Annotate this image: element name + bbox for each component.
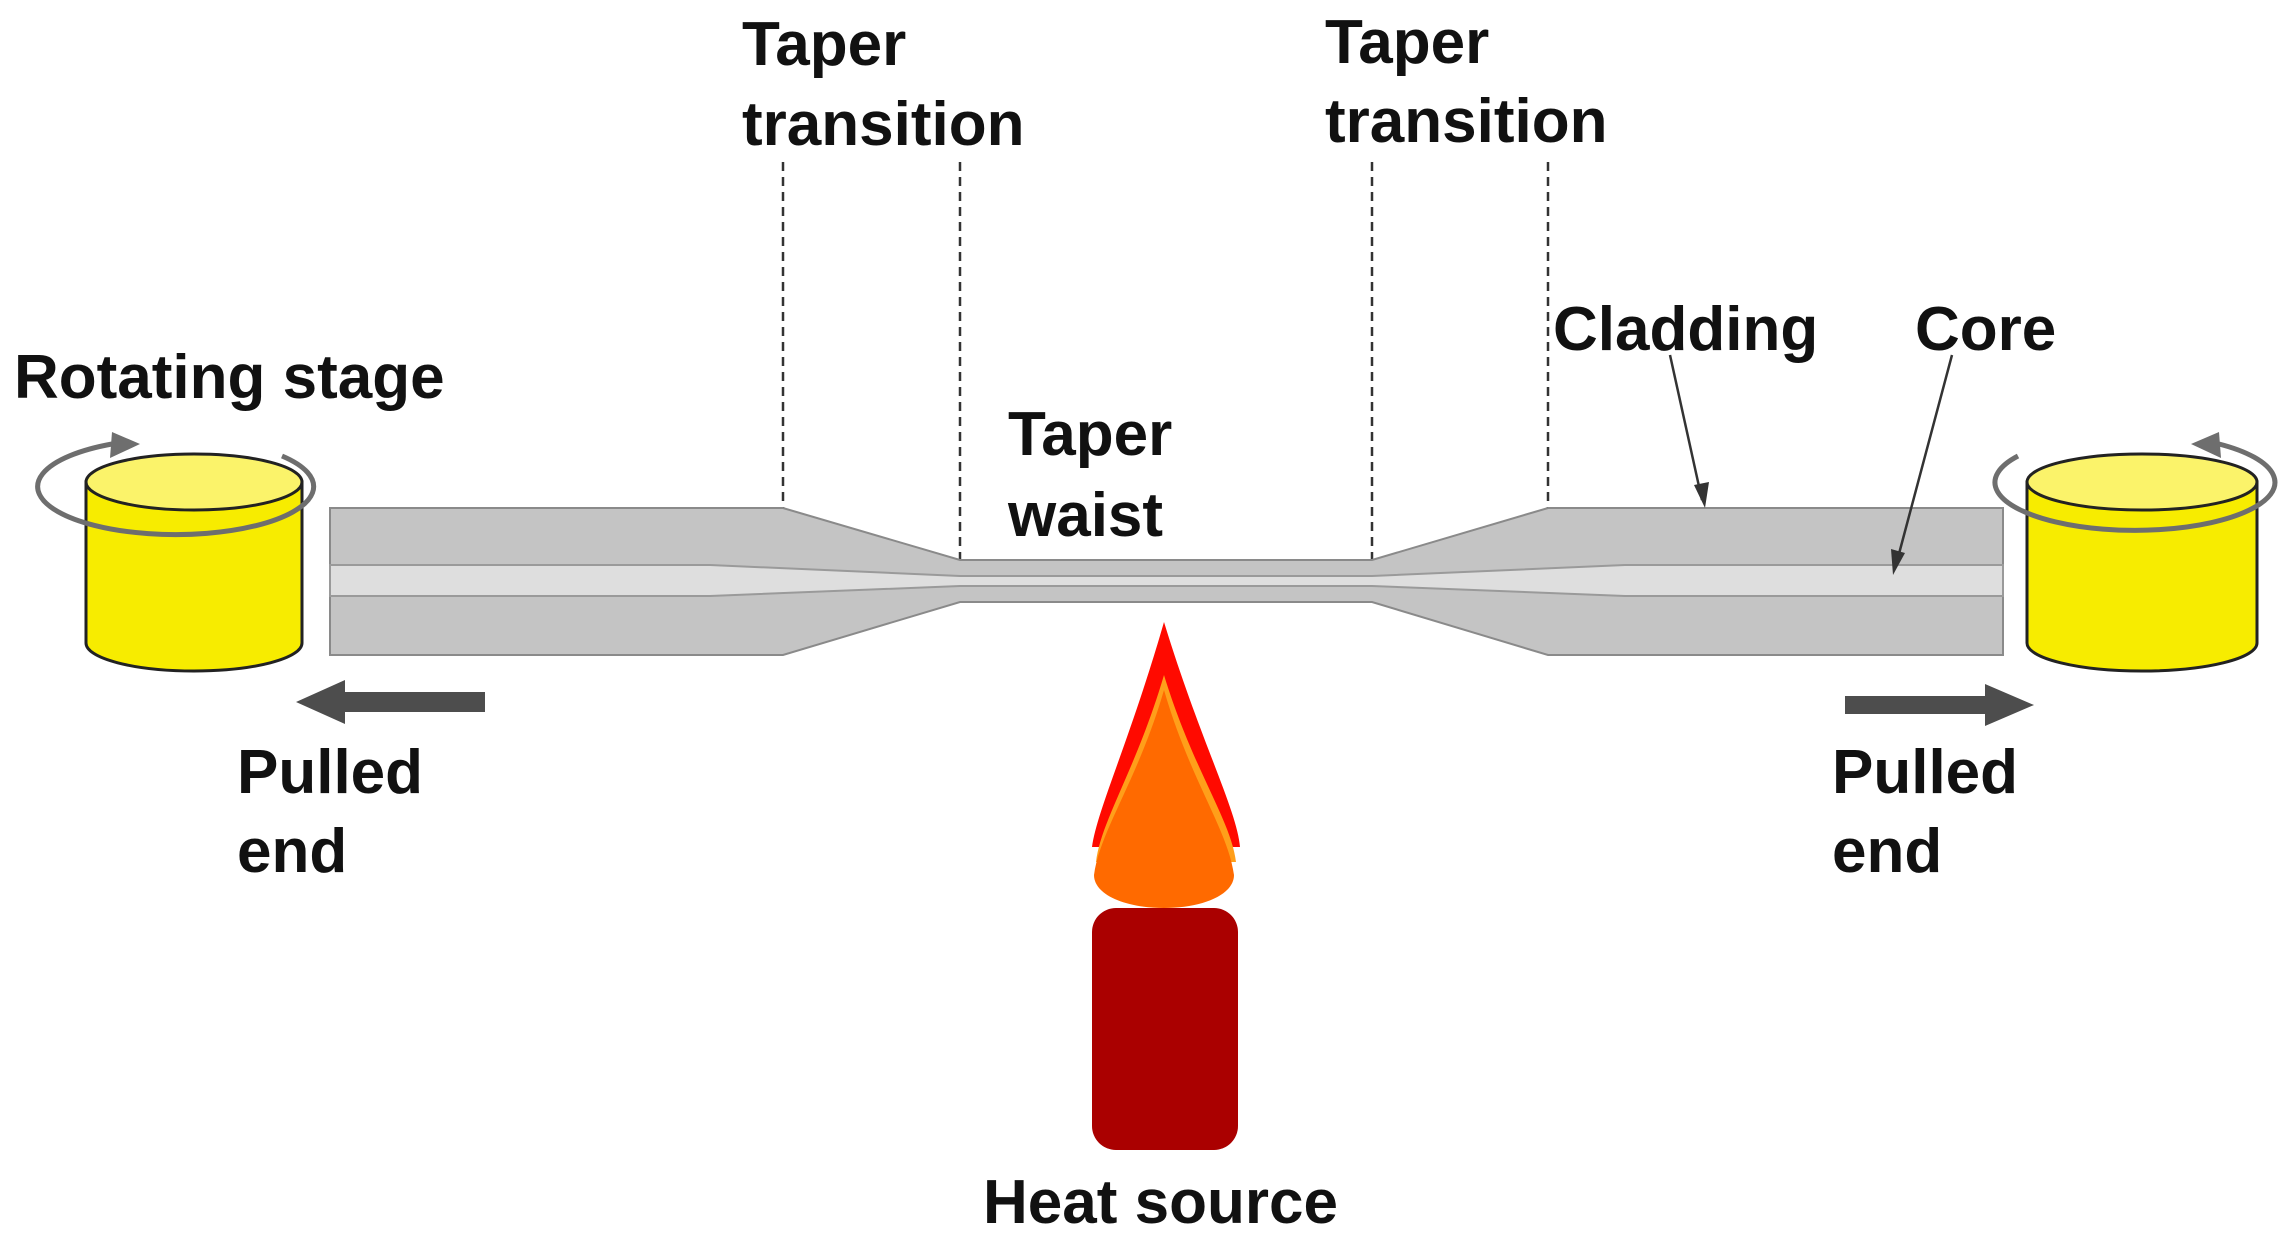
pull-arrow-right-icon bbox=[1845, 684, 2034, 726]
stage-cylinder-top bbox=[84, 452, 304, 512]
pull-arrow-left-icon bbox=[296, 680, 485, 724]
cladding-pointer-line bbox=[1668, 354, 1704, 501]
rotation-arrowhead-icon bbox=[110, 432, 140, 458]
label-pulled-end-left-line2: end bbox=[237, 817, 347, 886]
fiber-core bbox=[329, 564, 2004, 597]
rotating-stage-right bbox=[1992, 432, 2278, 673]
label-taper-waist-line1: Taper bbox=[1008, 400, 1172, 469]
label-taper-waist-line2: waist bbox=[1007, 481, 1163, 550]
burner bbox=[1092, 908, 1238, 1150]
rotating-stage-left bbox=[35, 432, 317, 673]
guide-lines bbox=[781, 162, 1550, 560]
label-cladding: Cladding bbox=[1553, 295, 1818, 364]
label-pulled-end-right-line1: Pulled bbox=[1832, 738, 2018, 807]
label-core: Core bbox=[1915, 295, 2056, 364]
label-heat-source: Heat source bbox=[983, 1168, 1338, 1237]
stage-cylinder-top bbox=[2025, 452, 2259, 512]
rotation-arrow-icon bbox=[1992, 441, 2278, 533]
label-taper-transition-right-line2: transition bbox=[1325, 87, 1607, 156]
rotation-arrow-icon bbox=[35, 441, 317, 538]
rotation-arrowhead-icon bbox=[2191, 432, 2221, 458]
heat-source bbox=[1092, 622, 1240, 1150]
core-pointer-arrowhead-icon bbox=[1891, 549, 1905, 575]
pointer-lines bbox=[1668, 354, 1954, 575]
label-taper-transition-right-line1: Taper bbox=[1325, 8, 1489, 77]
label-taper-transition-left-line2: transition bbox=[742, 90, 1024, 159]
label-pulled-end-right-line2: end bbox=[1832, 817, 1942, 886]
flame-inner bbox=[1094, 690, 1234, 908]
core-pointer-line bbox=[1894, 354, 1954, 566]
cladding-pointer-arrowhead-icon bbox=[1694, 482, 1709, 508]
label-pulled-end-left-line1: Pulled bbox=[237, 738, 423, 807]
label-rotating-stage: Rotating stage bbox=[14, 343, 445, 412]
label-taper-transition-left-line1: Taper bbox=[742, 10, 906, 79]
